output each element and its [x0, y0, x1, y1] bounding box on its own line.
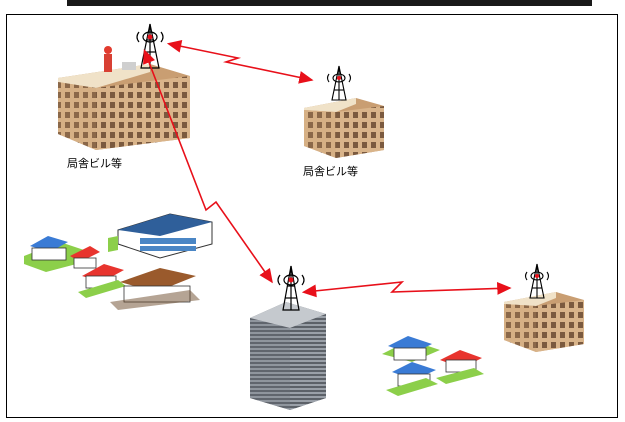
house-icon — [436, 350, 484, 384]
header-remnant — [67, 0, 592, 6]
radio-tower-icon — [136, 23, 164, 69]
house-icon — [382, 336, 440, 362]
apartment-icon — [108, 213, 213, 259]
house-icon — [386, 362, 438, 396]
office-building-icon — [504, 292, 584, 352]
link-building1-building2 — [166, 39, 314, 84]
house-icon — [78, 264, 126, 298]
station-building-label-2: 局舎ビル等 — [303, 165, 358, 178]
house-icon — [24, 236, 100, 272]
office-building-icon — [58, 46, 190, 150]
radio-tower-icon — [277, 265, 305, 311]
house-icon — [110, 268, 200, 310]
diagram-frame — [6, 14, 618, 418]
radio-tower-icon — [524, 263, 550, 299]
skyscraper-icon — [250, 302, 326, 410]
link-building1-skyscraper — [143, 49, 273, 284]
link-skyscraper-building3 — [301, 280, 512, 298]
office-building-icon — [304, 98, 384, 158]
station-building-label-1: 局舎ビル等 — [67, 157, 122, 170]
radio-tower-icon — [326, 65, 352, 101]
radio-links — [143, 39, 512, 298]
